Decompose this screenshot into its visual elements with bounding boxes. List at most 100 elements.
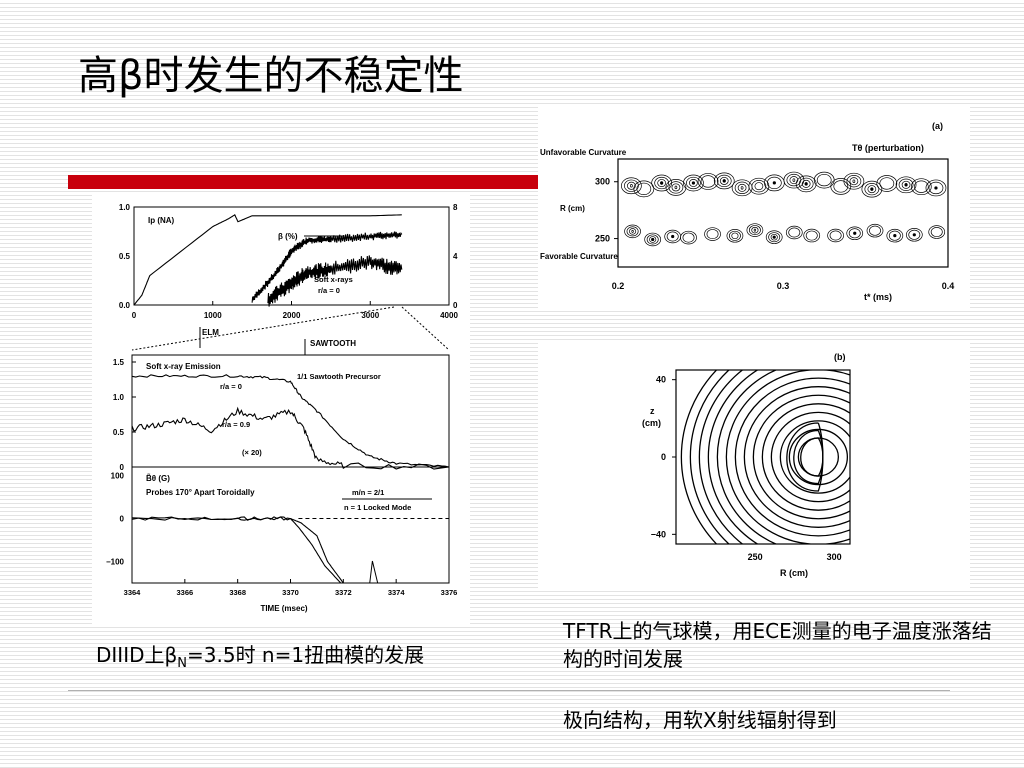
flux-contour xyxy=(743,386,850,528)
contour-ring xyxy=(713,172,735,190)
top-series-0 xyxy=(133,213,402,306)
caption-right-1: TFTR上的气球模，用ECE测量的电子温度涨落结构的时间发展 xyxy=(563,619,992,671)
flux-contour xyxy=(752,394,850,520)
contour-ring xyxy=(910,178,932,196)
contour-ring xyxy=(928,225,946,239)
contour-ring xyxy=(801,179,811,188)
tftr-a-x-tick-label: 0.3 xyxy=(777,281,790,291)
contour-ring xyxy=(816,173,832,187)
contour-ring xyxy=(805,230,818,241)
contour-ring xyxy=(706,229,719,240)
contour-ring xyxy=(624,179,639,192)
contour-ring xyxy=(631,229,634,233)
contour-ring xyxy=(674,185,678,190)
contour-center xyxy=(772,235,776,239)
mid-series-0 xyxy=(131,374,450,468)
bottom-x-tick-label: 3366 xyxy=(176,588,193,597)
top-plot-frame xyxy=(133,206,450,306)
tftr-a-y-tick-label: 250 xyxy=(595,234,610,244)
flux-contour xyxy=(707,370,759,544)
contour-ring xyxy=(630,184,633,188)
mid-series-1 xyxy=(131,406,450,470)
contour-ring xyxy=(633,180,655,198)
flux-contour xyxy=(689,370,730,544)
top-y-left-tick-label: 0.0 xyxy=(119,301,131,310)
contour-ring xyxy=(621,177,642,195)
zoom-line-left xyxy=(131,306,395,351)
flux-contour xyxy=(680,370,718,544)
label-ip: Ip (NA) xyxy=(148,216,175,225)
mode-contour xyxy=(800,437,824,477)
tftr-b-ylabel-z: z xyxy=(650,406,655,416)
caption-left-pre: DIIID上β xyxy=(96,643,178,667)
contour-ring xyxy=(895,176,917,194)
top-y-left-tick-label: 0.5 xyxy=(119,252,131,261)
tftr-b-y-tick-label: 40 xyxy=(656,375,666,385)
contour-ring xyxy=(785,225,803,240)
bottom-x-tick-label: 3374 xyxy=(388,588,406,597)
mid-y-tick-label: 0 xyxy=(120,463,125,472)
contour-ring xyxy=(686,176,701,190)
contour-ring xyxy=(719,176,729,185)
bottom-subtitle: Probes 170° Apart Toroidally xyxy=(146,488,255,497)
caption-right-2: 极向结构，用软X射线辐射得到 xyxy=(563,708,837,732)
legend-mn: m/n = 2/1 xyxy=(352,488,384,497)
slide-title: 高β时发生的不稳定性 xyxy=(78,53,464,99)
contour-ring xyxy=(726,229,744,243)
contour-ring xyxy=(789,176,799,185)
divider-line xyxy=(68,690,950,691)
tftr-a-ylabel: R (cm) xyxy=(560,204,585,213)
bottom-series-0 xyxy=(131,516,344,584)
bottom-y-tick-label: −100 xyxy=(106,558,125,567)
contour-ring xyxy=(852,179,856,183)
contour-ring xyxy=(788,227,801,238)
contour-ring xyxy=(649,236,657,243)
contour-ring xyxy=(629,228,637,235)
legend-locked-mode: n = 1 Locked Mode xyxy=(344,503,411,512)
contour-ring xyxy=(846,226,864,241)
contour-ring xyxy=(908,229,921,240)
contour-ring xyxy=(765,230,783,244)
contour-ring xyxy=(770,233,778,241)
bottom-x-tick-label: 3364 xyxy=(124,588,142,597)
bottom-series-1 xyxy=(131,516,342,584)
contour-center xyxy=(772,181,776,185)
contour-ring xyxy=(898,178,914,191)
top-y-right-tick-label: 4 xyxy=(453,252,458,261)
tftr-a-x-tick-label: 0.2 xyxy=(612,281,625,291)
contour-ring xyxy=(626,226,639,237)
contour-ring xyxy=(886,228,904,243)
contour-ring xyxy=(683,174,704,192)
top-series-2 xyxy=(267,255,403,307)
label-ra09: r/a = 0.9 xyxy=(222,420,250,429)
contour-ring xyxy=(843,172,865,190)
contour-ring xyxy=(753,228,757,232)
tftr-b-label: (b) xyxy=(834,352,846,362)
flux-contour xyxy=(734,377,850,537)
contour-center xyxy=(904,183,908,187)
contour-ring xyxy=(829,230,842,241)
contour-ring xyxy=(803,228,821,243)
contour-ring xyxy=(740,186,744,190)
contour-ring xyxy=(846,175,862,188)
contour-center xyxy=(893,234,897,238)
bottom-y-tick-label: 0 xyxy=(120,515,125,524)
contour-ring xyxy=(930,227,943,238)
tftr-a-chart-svg: (a)Tθ (perturbation)Unfavorable Curvatur… xyxy=(540,121,954,302)
contour-center xyxy=(934,186,938,190)
tftr-a-y-tick-label: 300 xyxy=(595,177,610,187)
contour-center xyxy=(722,179,726,183)
label-unfavorable: Unfavorable Curvature xyxy=(540,148,627,157)
contour-ring xyxy=(689,179,698,187)
bottom-x-tick-label: 3368 xyxy=(229,588,246,597)
bottom-y-tick-label: 100 xyxy=(111,472,125,481)
bottom-title: B̃θ (G) xyxy=(146,474,170,483)
contour-ring xyxy=(704,227,721,241)
tftr-b-x-tick-label: 250 xyxy=(748,552,763,562)
zoom-line-right xyxy=(401,306,450,351)
contour-ring xyxy=(833,180,849,193)
label-x20: (× 20) xyxy=(242,448,262,457)
bottom-x-tick-label: 3372 xyxy=(335,588,352,597)
